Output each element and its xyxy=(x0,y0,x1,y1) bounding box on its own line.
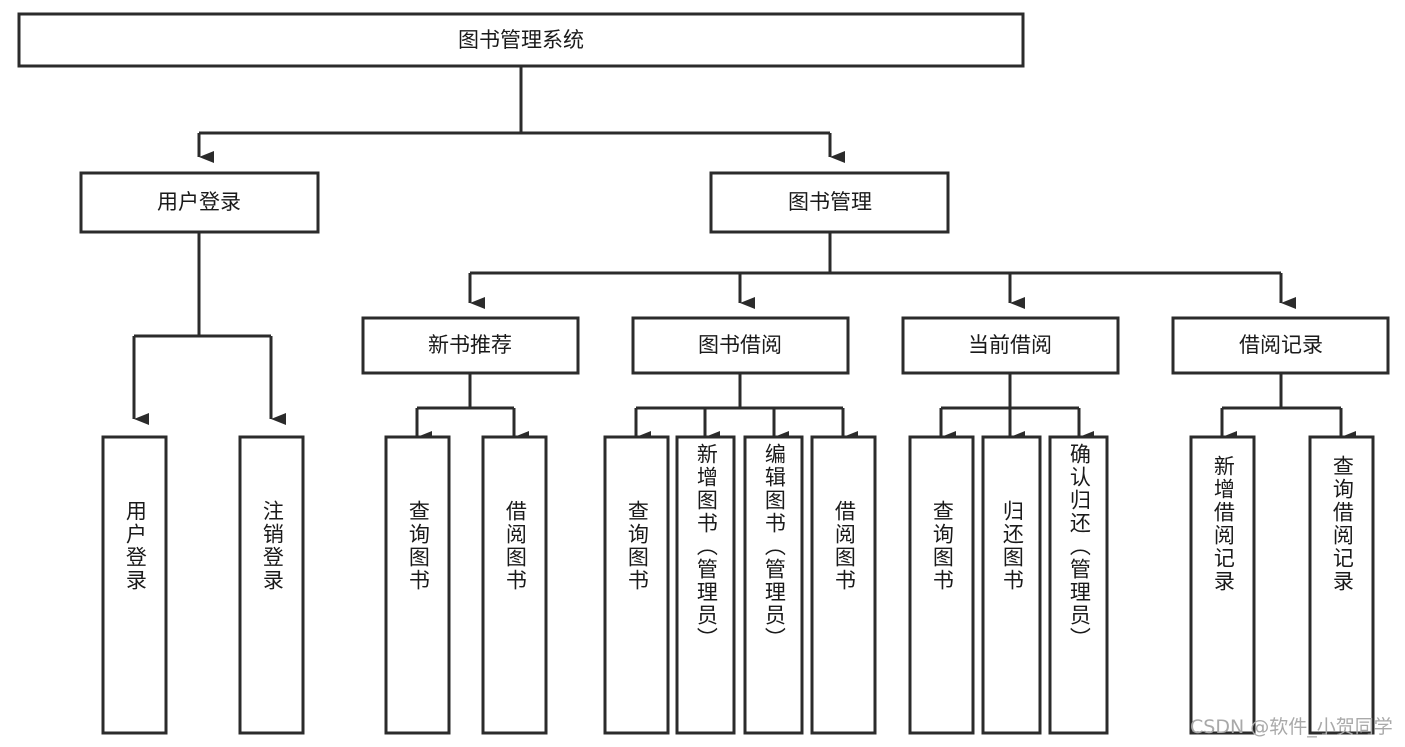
connector-user-login-to-leaves xyxy=(132,232,286,425)
leaf-box-borrow-book-1[interactable] xyxy=(481,435,548,735)
node-root-box[interactable] xyxy=(17,12,1025,68)
leaf-box-confirm-return[interactable] xyxy=(1048,435,1109,735)
node-user-login[interactable]: 用户登录 xyxy=(79,171,320,234)
node-root[interactable]: 图书管理系统 xyxy=(17,12,1025,68)
node-book-manage-box[interactable] xyxy=(709,171,950,234)
leaf-box-add-book[interactable] xyxy=(675,435,736,735)
node-root-label: 图书管理系统 xyxy=(458,28,584,52)
node-new-book-recommend[interactable]: 新书推荐 xyxy=(361,316,580,375)
leaf-box-user-logout[interactable] xyxy=(238,435,305,735)
node-book-borrow-label: 图书借阅 xyxy=(698,333,782,357)
connector-borrow-record-to-leaves xyxy=(1220,373,1356,443)
connector-current-borrow-to-leaves xyxy=(939,373,1094,443)
connector-new-book-to-leaves xyxy=(415,373,529,443)
node-new-book-recommend-box[interactable] xyxy=(361,316,580,375)
leaf-box-query-book-1[interactable] xyxy=(384,435,451,735)
node-current-borrow[interactable]: 当前借阅 xyxy=(901,316,1120,375)
connector-book-borrow-to-leaves xyxy=(634,373,858,443)
leaf-box-return-book[interactable] xyxy=(981,435,1042,735)
node-book-manage-label: 图书管理 xyxy=(788,190,872,214)
node-book-borrow-box[interactable] xyxy=(631,316,850,375)
node-new-book-recommend-label: 新书推荐 xyxy=(428,333,512,357)
leaf-box-query-record[interactable] xyxy=(1308,435,1375,735)
node-borrow-record-box[interactable] xyxy=(1171,316,1390,375)
leaf-box-add-record[interactable] xyxy=(1189,435,1256,735)
leaf-box-query-book-2[interactable] xyxy=(603,435,670,735)
node-user-login-label: 用户登录 xyxy=(157,190,241,214)
connector-book-manage-to-level3 xyxy=(468,232,1296,309)
leaf-box-borrow-book-2[interactable] xyxy=(810,435,877,735)
leaf-box-edit-book[interactable] xyxy=(743,435,804,735)
node-borrow-record-label: 借阅记录 xyxy=(1239,333,1323,357)
leaf-box-user-login[interactable] xyxy=(101,435,168,735)
connector-root-to-level2 xyxy=(197,66,845,163)
node-current-borrow-box[interactable] xyxy=(901,316,1120,375)
node-book-manage[interactable]: 图书管理 xyxy=(709,171,950,234)
node-current-borrow-label: 当前借阅 xyxy=(968,333,1052,357)
node-book-borrow[interactable]: 图书借阅 xyxy=(631,316,850,375)
node-borrow-record[interactable]: 借阅记录 xyxy=(1171,316,1390,375)
leaf-box-query-book-3[interactable] xyxy=(908,435,975,735)
watermark-text: CSDN @软件_小贺同学 xyxy=(1190,716,1393,738)
